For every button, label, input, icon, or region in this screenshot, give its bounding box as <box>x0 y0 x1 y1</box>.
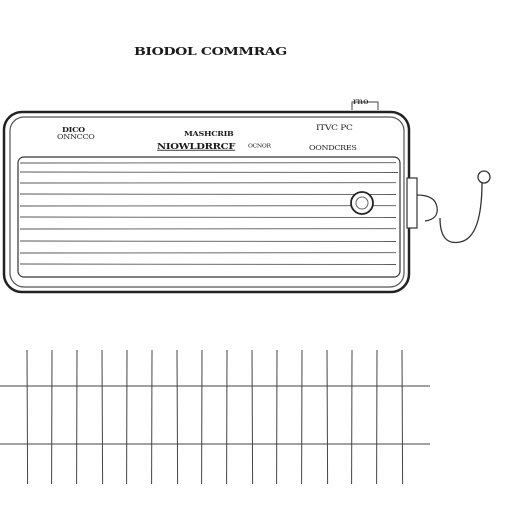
grid-vertical-line <box>102 350 103 484</box>
panel-stripe <box>20 172 398 173</box>
panel-label-right-bottom: OONDCRES <box>309 145 357 152</box>
device-tag-label: rno <box>353 98 369 106</box>
grid-vertical-line <box>327 350 328 484</box>
grid-vertical-line <box>402 350 403 484</box>
panel-label-right-top: ITVC PC <box>316 125 353 133</box>
panel-stripe <box>20 194 396 195</box>
grid-vertical-line <box>27 350 28 484</box>
connector-hook <box>417 195 437 221</box>
grid-vertical-line <box>252 350 253 484</box>
panel-label-center-top: MASHCRIB <box>184 130 234 137</box>
panel-stripe <box>20 217 396 218</box>
side-connector <box>407 178 417 228</box>
panel-stripes <box>20 163 398 265</box>
panel-label-center-main: NIOWLDRRCF <box>157 143 235 152</box>
grid-vertical-line <box>177 350 178 484</box>
device-knob[interactable] <box>351 192 373 214</box>
panel-label-left-top: DICO <box>62 126 85 133</box>
panel-label-left-bottom: ONNCCO <box>57 134 95 141</box>
panel-stripe <box>20 241 396 242</box>
panel-stripe <box>20 264 396 265</box>
background-grid <box>0 350 430 484</box>
panel-label-center-small: OCNOR <box>248 144 271 149</box>
cable <box>440 182 482 243</box>
cable-plug <box>478 171 490 183</box>
page-title: BIODOL COMMRAG <box>134 46 287 57</box>
